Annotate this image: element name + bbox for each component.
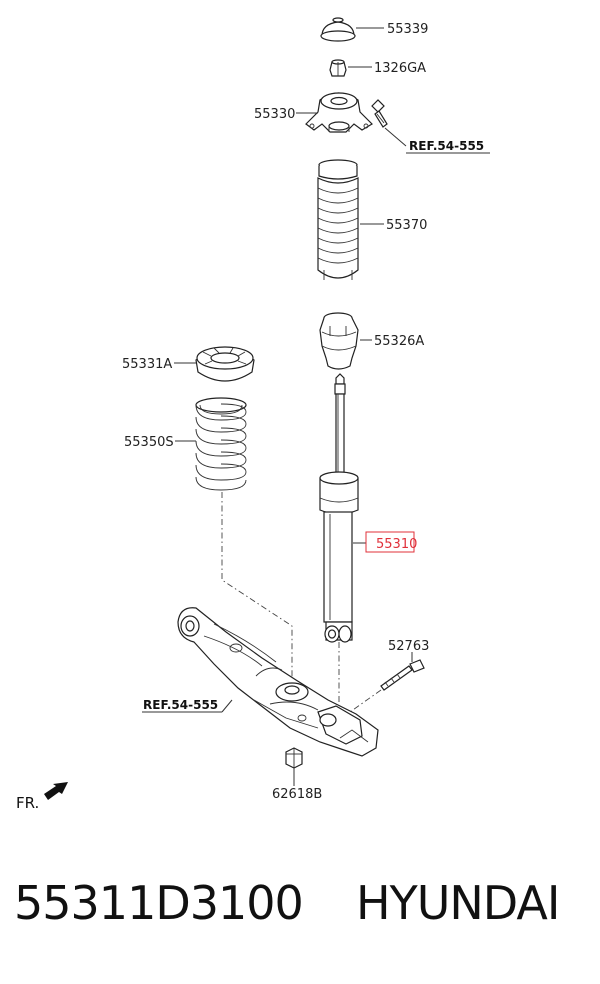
- label-1326GA: 1326GA: [374, 61, 426, 76]
- footer: 55311D3100 HYUNDAI: [14, 876, 594, 946]
- top-mount-cap: [320, 17, 356, 42]
- front-arrow-icon: [44, 782, 68, 800]
- top-mount: [305, 92, 373, 133]
- part-number: 55311D3100: [14, 876, 304, 930]
- label-62618B: 62618B: [272, 787, 322, 802]
- shock-absorber: [319, 373, 359, 643]
- ref-lower: REF.54-555: [143, 698, 218, 712]
- label-52763: 52763: [388, 639, 429, 654]
- rear-suspension-exploded-diagram: 55339 1326GA 55330 REF.54-555: [16, 17, 490, 812]
- brand-name: HYUNDAI: [356, 876, 560, 930]
- nut: [329, 59, 347, 77]
- lower-bolt: [380, 659, 425, 691]
- lower-control-arm: [177, 607, 379, 757]
- lower-nut: [285, 747, 303, 769]
- ref-upper: REF.54-555: [409, 139, 484, 153]
- front-label: FR.: [16, 794, 39, 812]
- label-55326A: 55326A: [374, 334, 424, 349]
- dust-cover: [317, 159, 359, 280]
- upper-bolt: [371, 99, 388, 128]
- label-55339: 55339: [387, 22, 428, 37]
- bump-stopper: [319, 312, 359, 370]
- highlight-box-55310: [365, 531, 415, 553]
- label-55310: 55310: [376, 537, 417, 552]
- label-55350S: 55350S: [124, 435, 174, 450]
- spring-pad: [195, 346, 255, 382]
- label-55331A: 55331A: [122, 357, 172, 372]
- label-55330: 55330: [254, 107, 295, 122]
- label-55370: 55370: [386, 218, 427, 233]
- coil-spring: [195, 397, 247, 491]
